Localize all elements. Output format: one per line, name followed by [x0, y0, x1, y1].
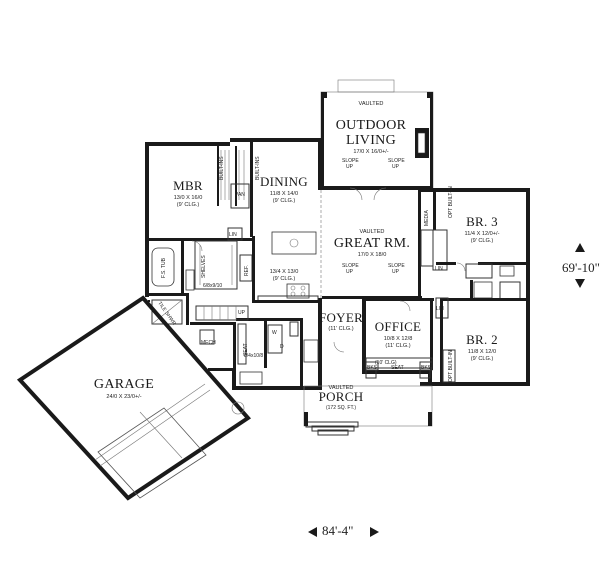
- depth-down-arrow-icon: [575, 279, 585, 288]
- garage-size: 24/0 X 23/0+/-: [106, 394, 141, 400]
- slope-up-label-2: UP: [392, 164, 400, 170]
- dining-name: DINING: [260, 174, 308, 189]
- br3-size: 11/4 X 12/0+/-: [465, 231, 500, 237]
- kitchen-size: 13/4 X 13/0: [270, 269, 299, 275]
- interior-walls: [149, 142, 526, 386]
- office-size: 10/8 X 12/8: [384, 336, 413, 342]
- wic-size-label: 6/8x9/10: [203, 283, 222, 289]
- outdoor-name-line2: LIVING: [346, 133, 396, 148]
- great-name: GREAT RM.: [334, 236, 410, 251]
- garage: [16, 295, 252, 501]
- width-dimension: 84'-4": [322, 523, 354, 538]
- slope-up-label-1: UP: [346, 164, 354, 170]
- room-labels: VAULTED OUTDOOR LIVING 17/0 X 16/0+/- MB…: [94, 101, 500, 411]
- foyer-clg: (11' CLG.): [328, 326, 353, 332]
- pantry-label: PAN: [235, 192, 245, 198]
- kitchen-clg: (9' CLG.): [273, 276, 296, 282]
- seat-label-mud: SEAT: [243, 343, 249, 356]
- slope-up-label-4: UP: [392, 269, 400, 275]
- dining-clg: (9' CLG.): [273, 198, 296, 204]
- stair-up-label: UP: [238, 310, 246, 316]
- mech-label: MECH: [201, 340, 216, 346]
- slope-up-label-3: UP: [346, 269, 354, 275]
- outdoor-size: 17/0 X 16/0+/-: [353, 149, 388, 155]
- porch: [303, 369, 433, 436]
- fs-tub-label: F.S. TUB: [161, 257, 167, 278]
- outdoor-vaulted-label: VAULTED: [359, 101, 384, 107]
- great-vaulted-label: VAULTED: [360, 229, 385, 235]
- slope-label-2: SLOPE: [388, 158, 405, 164]
- lin-label-br3: LIN: [435, 266, 443, 272]
- depth-dimension: 69'-10": [562, 260, 600, 275]
- porch-name: PORCH: [319, 389, 364, 404]
- outdoor-living-area: [320, 79, 434, 189]
- office-clg: (11' CLG.): [385, 343, 410, 349]
- outdoor-name-line1: OUTDOOR: [336, 118, 407, 133]
- br2-name: BR. 2: [466, 332, 498, 347]
- width-left-arrow-icon: [308, 527, 317, 537]
- mbr-clg: (9' CLG.): [177, 202, 200, 208]
- office-clg10-label: (10' CLG): [375, 360, 397, 366]
- garage-name: GARAGE: [94, 377, 154, 392]
- builtins-label-right: BUILT-INS: [255, 156, 261, 180]
- lin-label-br2: LIN: [436, 306, 444, 312]
- slope-label-4: SLOPE: [388, 263, 405, 269]
- foyer-name: FOYER: [319, 310, 363, 325]
- bks-label-right: BKS: [421, 365, 432, 371]
- opt-builtin-label-br3: OPT BUILT-IN: [448, 186, 454, 218]
- mbr-size: 13/0 X 16/0: [174, 195, 203, 201]
- shelves-label: SHELVES: [201, 255, 207, 278]
- br2-size: 11/8 X 12/0: [468, 349, 496, 355]
- width-right-arrow-icon: [370, 527, 379, 537]
- media-label: MEDIA: [424, 210, 430, 227]
- porch-vaulted-label: VAULTED: [329, 385, 354, 391]
- annotation-labels: BUILT-INS BUILT-INS PAN LIN SHELVES REF.…: [156, 156, 454, 382]
- office-name: OFFICE: [375, 319, 422, 334]
- bks-label-left: BKS: [367, 365, 378, 371]
- opt-builtin-label-br2: OPT BUILT-IN: [448, 350, 454, 382]
- great-size: 17/0 X 18/0: [358, 252, 387, 258]
- washer-label: W: [272, 330, 277, 336]
- slope-label-1: SLOPE: [342, 158, 359, 164]
- lin-label-mbr: LIN: [229, 232, 237, 238]
- mbr-name: MBR: [173, 178, 203, 193]
- br2-clg: (9' CLG.): [471, 356, 494, 362]
- br3-clg: (9' CLG.): [471, 238, 494, 244]
- builtins-label-left: BUILT-INS: [219, 156, 225, 180]
- laundry-size-label: 8/4x10/8: [244, 353, 263, 359]
- br3-name: BR. 3: [466, 214, 498, 229]
- dryer-label: D: [280, 344, 284, 350]
- porch-size: (172 SQ. FT.): [326, 405, 356, 411]
- seat-label-office: SEAT: [391, 365, 404, 371]
- doors: [191, 187, 466, 353]
- slope-label-3: SLOPE: [342, 263, 359, 269]
- dining-size: 11/8 X 14/0: [270, 191, 298, 197]
- ref-label: REF.: [244, 265, 250, 276]
- depth-up-arrow-icon: [575, 243, 585, 252]
- exterior-walls: [145, 138, 530, 390]
